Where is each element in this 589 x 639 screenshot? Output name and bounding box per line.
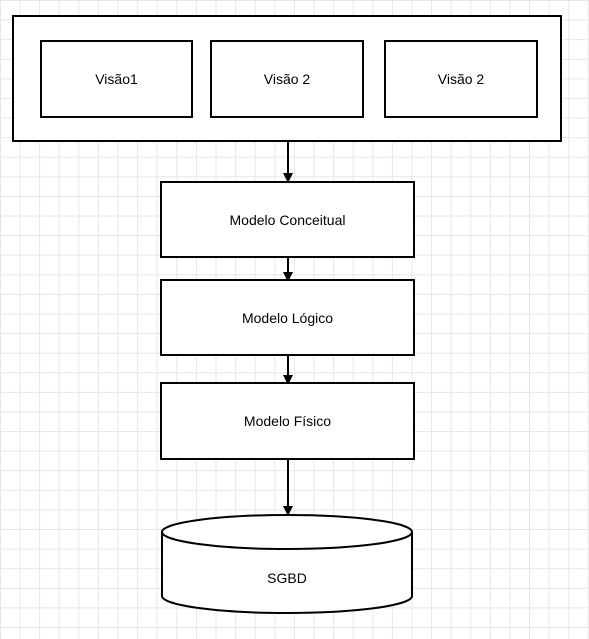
view-box-1[interactable]: Visão1 [40, 40, 193, 118]
model-logical-label: Modelo Lógico [241, 309, 334, 326]
database-cylinder[interactable] [161, 514, 413, 614]
model-conceptual-label: Modelo Conceitual [229, 211, 346, 228]
view-box-3[interactable]: Visão 2 [384, 40, 538, 118]
model-logical-box[interactable]: Modelo Lógico [160, 279, 415, 356]
view-box-2[interactable]: Visão 2 [210, 40, 364, 118]
view-label-1: Visão1 [95, 71, 138, 87]
model-physical-label: Modelo Físico [243, 413, 332, 429]
view-label-3: Visão 2 [437, 71, 485, 87]
model-physical-box[interactable]: Modelo Físico [160, 382, 415, 460]
view-label-2: Visão 2 [263, 71, 311, 87]
model-conceptual-box[interactable]: Modelo Conceitual [160, 181, 415, 258]
database-label: SGBD [267, 570, 307, 586]
